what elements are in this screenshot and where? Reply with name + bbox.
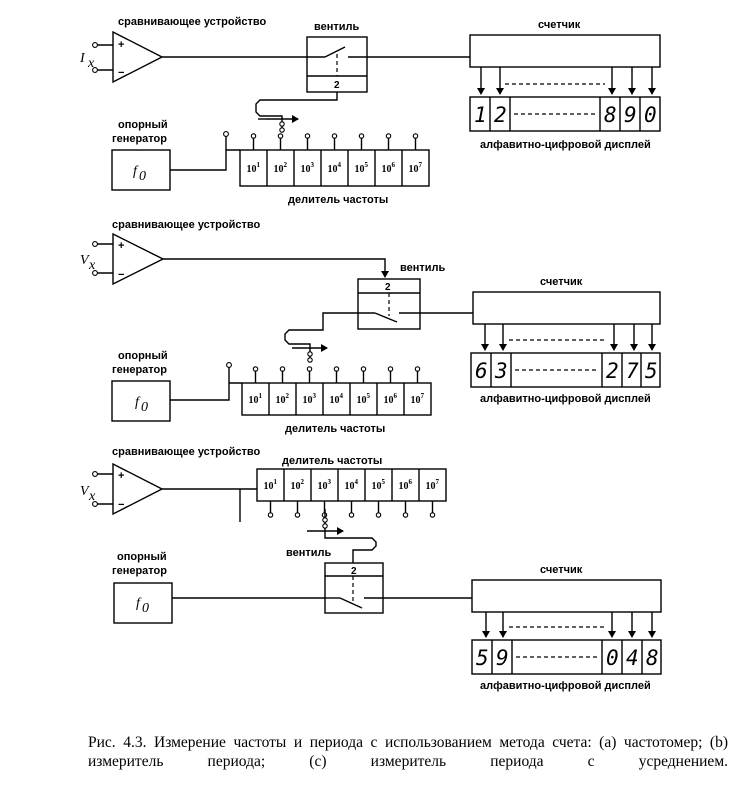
svg-text:генератор: генератор	[112, 133, 167, 145]
display-digit: 6	[475, 359, 488, 383]
display-digit: 0	[644, 103, 657, 127]
comparator-label: сравнивающее устройство	[112, 219, 260, 231]
divider-label: делитель частоты	[282, 455, 382, 467]
svg-text:0: 0	[142, 601, 149, 616]
diagram-a: сравнивающее устройство + − I x вентиль …	[79, 16, 661, 206]
svg-text:опорный: опорный	[117, 551, 167, 563]
diagram-b: сравнивающее устройство + − V x вентиль …	[80, 219, 661, 435]
counter-box	[472, 291, 661, 325]
svg-text:2: 2	[385, 282, 391, 293]
svg-text:опорный: опорный	[118, 350, 168, 362]
display-digit: 2	[494, 103, 507, 127]
comparator-triangle	[112, 232, 165, 286]
counter-box	[469, 34, 661, 68]
svg-text:2: 2	[334, 80, 340, 91]
display-digit: 9	[496, 646, 509, 670]
display-digit: 2	[606, 359, 619, 383]
comparator-label: сравнивающее устройство	[118, 16, 266, 28]
svg-text:−: −	[118, 499, 124, 511]
display-box	[471, 639, 662, 675]
display-digit: 7	[626, 359, 639, 383]
figure-caption: Рис. 4.3. Измерение частоты и периода с …	[88, 734, 728, 770]
svg-text:x: x	[88, 258, 96, 273]
counter-label: счетчик	[540, 564, 583, 576]
input-symbol: V	[80, 253, 90, 268]
svg-text:+: +	[118, 470, 124, 482]
svg-text:x: x	[87, 56, 95, 71]
input-symbol: I	[79, 51, 86, 66]
gate-label: вентиль	[400, 262, 446, 274]
display-label: алфавитно-цифровой дисплей	[480, 680, 651, 692]
comparator-triangle	[112, 462, 164, 516]
svg-text:+: +	[118, 240, 124, 252]
counter-label: счетчик	[538, 19, 581, 31]
svg-text:f: f	[133, 164, 139, 179]
display-digit: 8	[604, 103, 617, 127]
display-digit: 9	[624, 103, 637, 127]
svg-text:генератор: генератор	[112, 565, 167, 577]
divider-label: делитель частоты	[285, 423, 385, 435]
comparator-label: сравнивающее устройство	[112, 446, 260, 458]
svg-text:f: f	[135, 395, 141, 410]
diagram-c: сравнивающее устройство + − V x делитель…	[80, 446, 662, 692]
display-digit: 0	[606, 646, 619, 670]
comparator-triangle	[112, 30, 164, 84]
gate-label: вентиль	[286, 547, 332, 559]
gate-label: вентиль	[314, 21, 360, 33]
svg-text:+: +	[118, 39, 124, 51]
counter-label: счетчик	[540, 276, 583, 288]
display-digit: 5	[476, 646, 489, 670]
svg-text:генератор: генератор	[112, 364, 167, 376]
svg-text:опорный: опорный	[118, 119, 168, 131]
display-digit: 4	[626, 646, 639, 670]
display-digit: 8	[646, 646, 659, 670]
svg-text:0: 0	[139, 169, 146, 184]
generator-box	[113, 582, 173, 624]
generator-box	[111, 380, 171, 422]
svg-text:−: −	[118, 67, 124, 79]
generator-box	[111, 149, 171, 191]
input-symbol: V	[80, 484, 90, 499]
display-digit: 5	[645, 359, 658, 383]
svg-text:2: 2	[351, 566, 357, 577]
counter-box	[471, 579, 662, 613]
svg-text:0: 0	[141, 400, 148, 415]
display-digit: 3	[494, 359, 508, 383]
divider-box	[256, 468, 447, 502]
svg-text:f: f	[136, 596, 142, 611]
display-label: алфавитно-цифровой дисплей	[480, 139, 651, 151]
display-label: алфавитно-цифровой дисплей	[480, 393, 651, 405]
divider-label: делитель частоты	[288, 194, 388, 206]
svg-text:−: −	[118, 269, 124, 281]
display-digit: 1	[474, 103, 487, 127]
svg-text:x: x	[88, 489, 96, 504]
